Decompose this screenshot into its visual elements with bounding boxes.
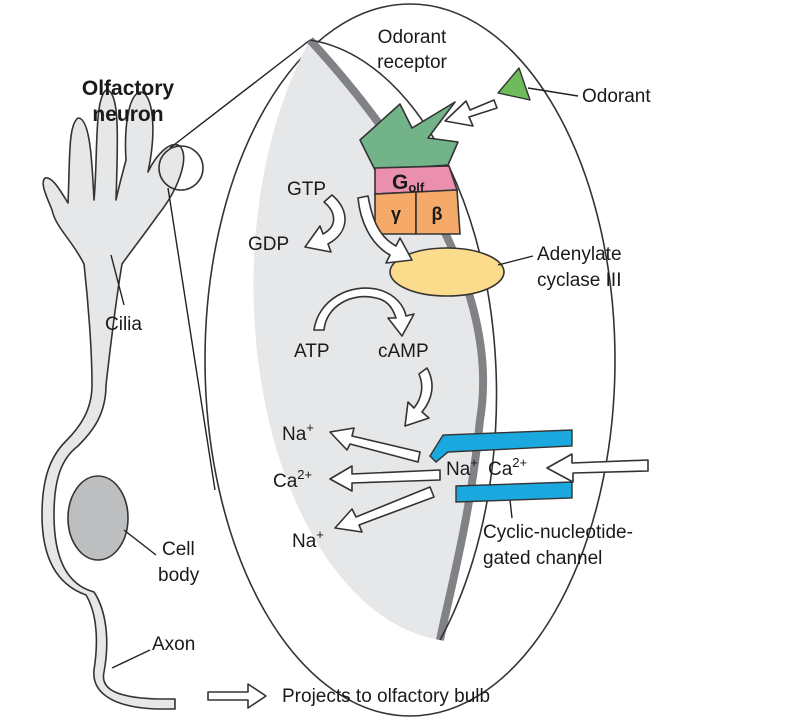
neuron-outline: [41, 89, 185, 710]
channel-top-subunit: [429, 429, 573, 463]
neuron-title: Olfactory: [82, 77, 175, 100]
neuron-title-2: neuron: [92, 103, 163, 126]
g-protein-to-cyclase-arrow: [357, 195, 413, 264]
adenylate-leader: [497, 255, 534, 266]
gamma-label: γ: [391, 204, 401, 224]
cilia-magnifier-circle: [158, 145, 204, 191]
cilia-leader: [110, 254, 125, 306]
na-efflux-arrow-bottom: [334, 486, 435, 533]
channel-ca-label: Ca2+: [488, 455, 527, 480]
axon-leader: [111, 649, 151, 669]
na-bottom-label: Na+: [292, 527, 324, 552]
camp-to-channel-arrow: [404, 367, 433, 427]
labels: Olfactory neuron Cilia Cell body Axon Pr…: [82, 27, 651, 707]
cell-body-label: Cell: [162, 539, 195, 560]
zoom-line-bottom: [167, 187, 216, 491]
receptor-label-2: receptor: [377, 52, 447, 73]
atp-to-camp-arrow: [313, 287, 415, 337]
ca-efflux-arrow: [329, 465, 441, 492]
g-olf-label: Golf: [392, 171, 425, 195]
channel-bottom-subunit: [455, 481, 573, 503]
gtp-label: GTP: [287, 179, 326, 200]
channel-label: Cyclic-nucleotide-: [483, 522, 633, 543]
gtp-to-gdp-arrow: [304, 194, 346, 253]
gdp-label: GDP: [248, 234, 289, 255]
cell-body-label-2: body: [158, 565, 200, 586]
ion-influx-arrow: [546, 453, 649, 483]
adenylate-label: Adenylate: [537, 244, 622, 265]
nucleus: [67, 475, 129, 561]
odorant-leader: [527, 87, 579, 97]
channel-leader: [509, 499, 513, 519]
cell-body-leader: [123, 529, 157, 556]
projection-arrow: [207, 683, 267, 709]
projects-label: Projects to olfactory bulb: [282, 686, 490, 707]
cilia-label: Cilia: [105, 314, 142, 335]
beta-subunit: [415, 189, 461, 235]
atp-label: ATP: [294, 341, 330, 362]
channel-na-label: Na+: [446, 455, 478, 480]
g-protein: [374, 165, 461, 235]
adenylate-label-2: cyclase III: [537, 270, 621, 291]
odorant-binding-arrow: [444, 99, 498, 127]
ca-left-label: Ca2+: [273, 467, 312, 492]
receptor-label: Odorant: [378, 27, 447, 48]
adenylate-cyclase: [389, 247, 505, 297]
zoom-line-top: [169, 39, 311, 149]
na-top-label: Na+: [282, 420, 314, 445]
odorant-molecule: [497, 67, 531, 101]
camp-label: cAMP: [378, 341, 429, 362]
olfactory-neuron-drawing: [41, 39, 311, 710]
axon-label: Axon: [152, 634, 195, 655]
channel-label-2: gated channel: [483, 548, 602, 569]
cng-channel: [429, 429, 573, 503]
beta-label: β: [432, 204, 443, 224]
odorant-label: Odorant: [582, 86, 651, 107]
na-efflux-arrow-top: [329, 427, 421, 463]
